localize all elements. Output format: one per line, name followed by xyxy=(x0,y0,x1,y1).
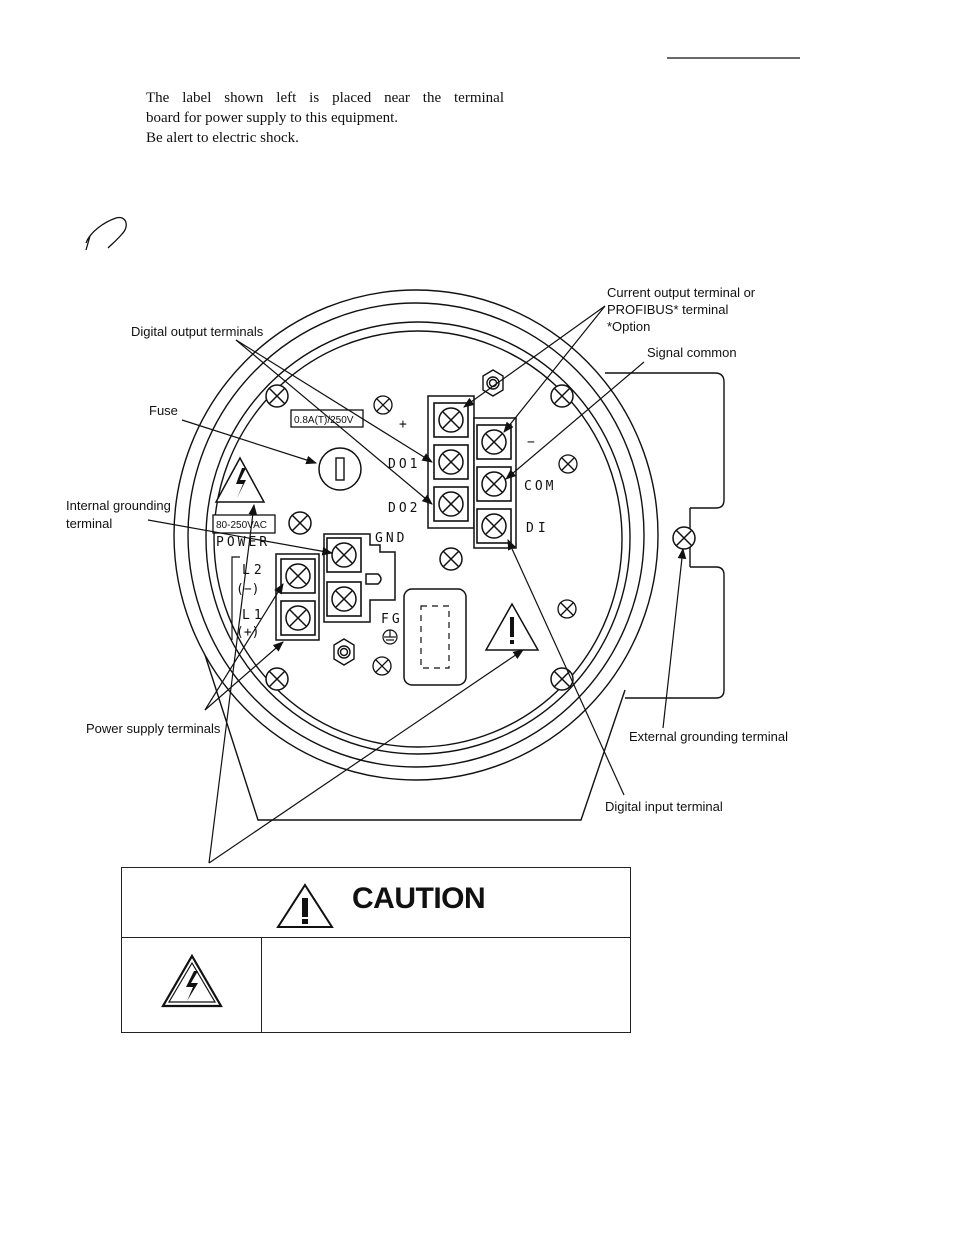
external-ground-screw-icon xyxy=(672,526,696,550)
gnd-label: GND xyxy=(375,531,407,546)
electric-shock-label-icon xyxy=(214,456,266,503)
fg-label: FG xyxy=(381,612,403,627)
caution-line: board for power supply to this equipment… xyxy=(146,110,399,126)
power-supply-callout: Power supply terminals xyxy=(86,721,221,736)
power-terminal-block xyxy=(275,553,320,641)
caution-title: CAUTION xyxy=(352,882,486,915)
digital-output-terminal-block xyxy=(427,395,475,529)
display-window xyxy=(403,588,467,686)
power-bracket xyxy=(231,556,240,640)
caution-box: CAUTION xyxy=(121,867,631,1033)
caution-text: The label shown left is placed near the … xyxy=(146,88,504,148)
do2-label: DO2 xyxy=(388,501,420,516)
ground-symbol-icon xyxy=(382,629,398,645)
com-label: COM xyxy=(524,479,556,494)
l1-sign-label: (+) xyxy=(236,625,259,640)
l1-label: L1 xyxy=(242,608,266,623)
digital-input-callout: Digital input terminal xyxy=(605,799,723,814)
digital-output-callout: Digital output terminals xyxy=(131,324,264,339)
caution-triangle-icon xyxy=(276,883,334,928)
caution-label-icon xyxy=(484,602,540,651)
fuse-callout: Fuse xyxy=(149,403,178,418)
caution-line: Be alert to electric shock. xyxy=(146,130,299,146)
caution-line: The label shown left is placed near the … xyxy=(146,90,504,106)
minus-label: − xyxy=(527,435,535,450)
electric-shock-icon xyxy=(161,953,223,1008)
l2-label: L2 xyxy=(242,563,266,578)
do1-label: DO1 xyxy=(388,457,420,472)
internal-ground-callout: Internal grounding terminal xyxy=(66,498,174,531)
l2-sign-label: (−) xyxy=(236,582,259,597)
ground-terminal-block xyxy=(323,533,396,623)
margin-mark xyxy=(85,216,127,251)
leader-lines xyxy=(147,305,687,864)
plus-label: + xyxy=(399,417,407,432)
external-ground-callout: External grounding terminal xyxy=(629,729,788,744)
fuse-rating-label: 0.8A(T)/250V xyxy=(294,415,354,426)
signal-terminal-block xyxy=(473,417,517,549)
voltage-box xyxy=(212,514,276,534)
voltage-label: 80-250VAC xyxy=(216,520,267,531)
caution-header: CAUTION xyxy=(122,868,630,938)
current-output-callout: Current output terminal or PROFIBUS* ter… xyxy=(607,285,759,334)
caution-icon-cell xyxy=(122,937,262,1032)
di-label: DI xyxy=(526,521,550,536)
fuse-holder xyxy=(318,447,362,491)
signal-common-callout: Signal common xyxy=(647,345,737,360)
